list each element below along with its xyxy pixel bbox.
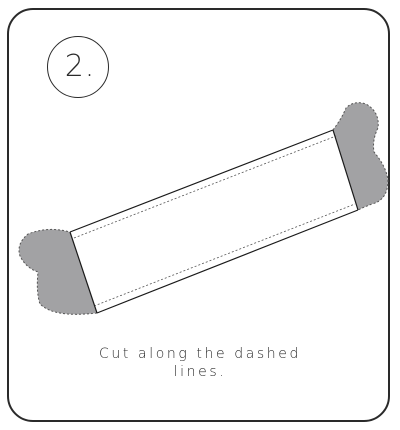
instruction-text: Cut along the dashed lines.: [80, 345, 320, 381]
strip-body: [70, 130, 358, 313]
